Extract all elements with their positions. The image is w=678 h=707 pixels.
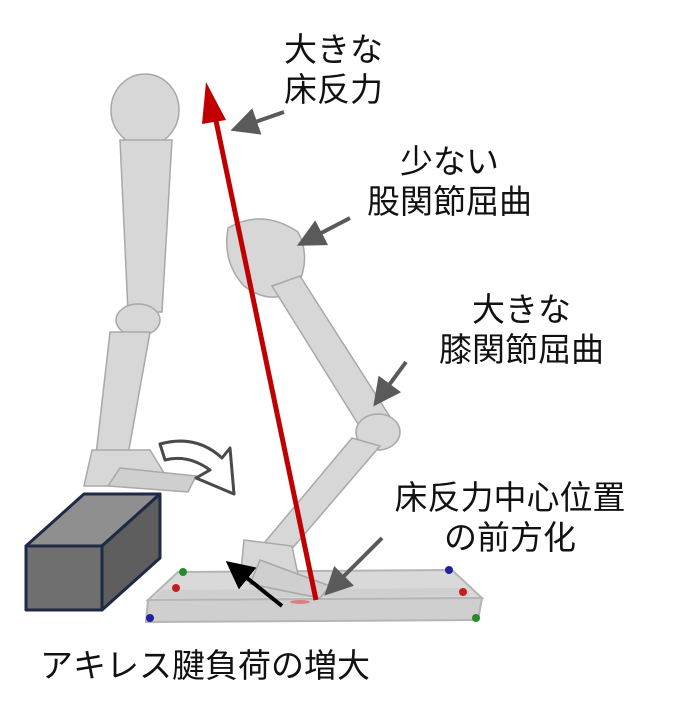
hip-flexion-label: 少ない 股関節屈曲 <box>367 142 532 221</box>
motion-arrow <box>158 439 236 496</box>
right-leg-skeleton <box>225 218 401 599</box>
ground-reaction-force-arrow <box>202 82 319 601</box>
large-grf-label: 大きな 床反力 <box>284 30 383 109</box>
knee-flexion-label: 大きな 膝関節屈曲 <box>439 290 604 369</box>
left-leg-skeleton <box>83 73 198 493</box>
callout-arrows <box>225 108 408 608</box>
achilles-load-label: アキレス腱負荷の増大 <box>40 646 370 685</box>
cop-anterior-label: 床反力中心位置 の前方化 <box>394 478 626 557</box>
step-box <box>24 492 162 612</box>
